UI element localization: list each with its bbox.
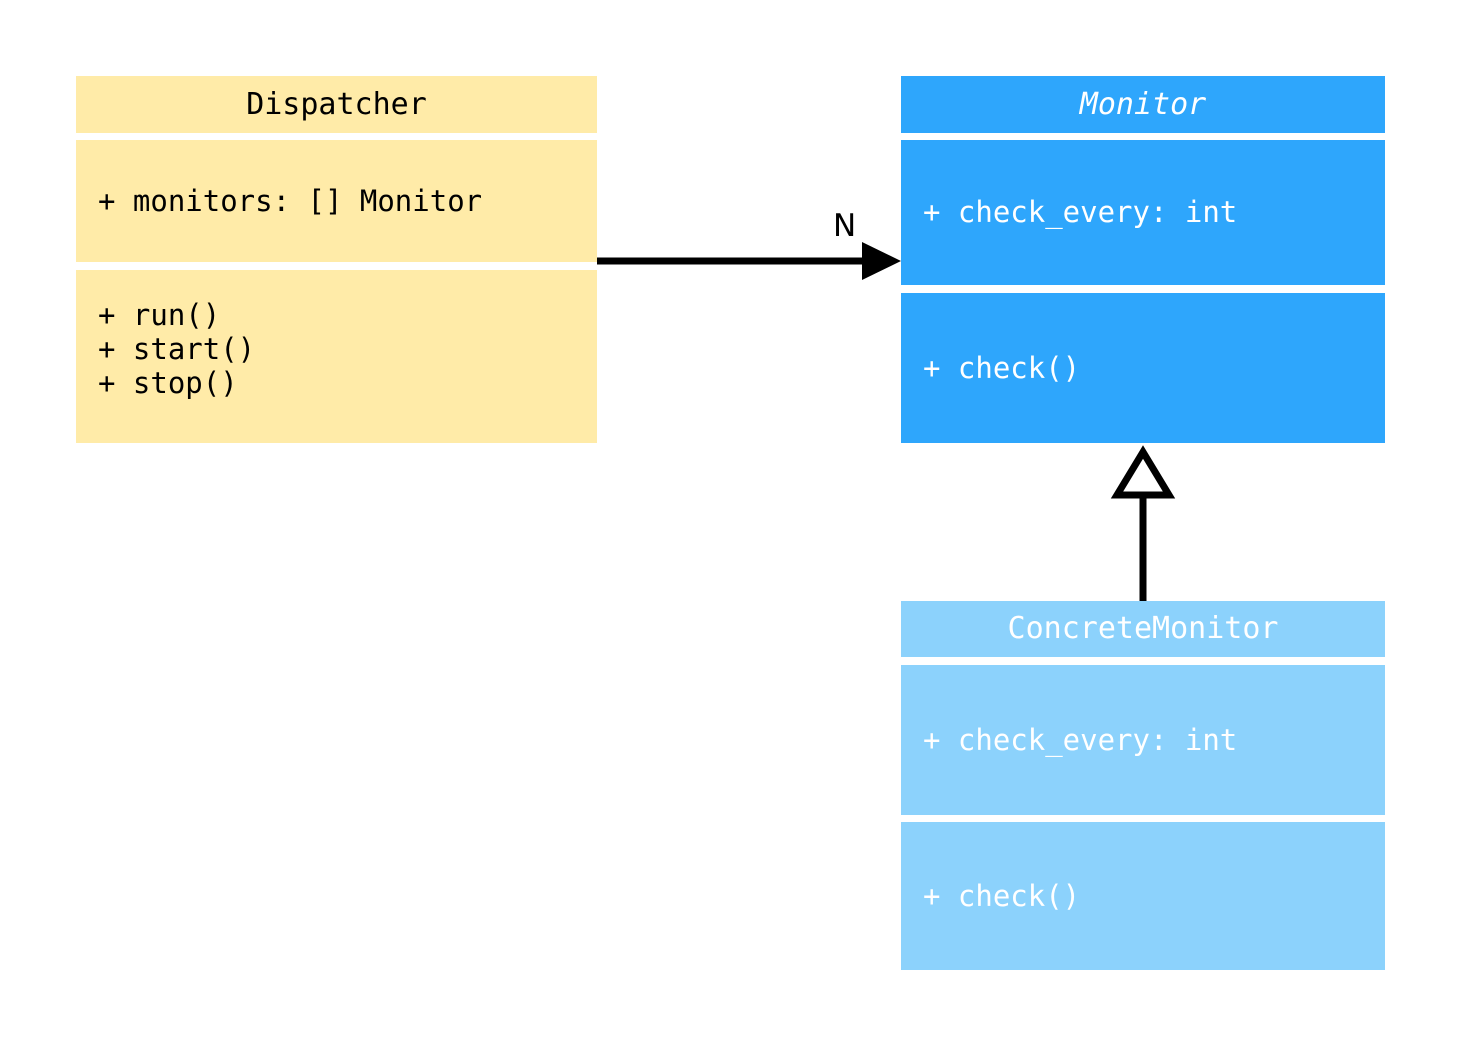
dispatcher-methods: + run() + start() + stop(): [98, 298, 256, 401]
concrete-monitor-attributes-section: + check_every: int: [901, 665, 1385, 815]
concrete-monitor-attributes: + check_every: int: [923, 722, 1238, 757]
dispatcher-attributes-section: + monitors: [] Monitor: [76, 140, 597, 262]
monitor-class-name: Monitor: [1079, 86, 1207, 122]
monitor-methods: + check(): [923, 350, 1081, 385]
generalization-concrete-monitor-to-monitor: [1110, 445, 1176, 601]
concrete-monitor-title-section: ConcreteMonitor: [901, 601, 1385, 657]
dispatcher-methods-section: + run() + start() + stop(): [76, 270, 597, 443]
association-dispatcher-to-monitor: [597, 242, 901, 280]
class-box-monitor[interactable]: Monitor + check_every: int + check(): [901, 76, 1385, 443]
generalization-arrowhead-hollow-triangle-icon: [1110, 445, 1176, 499]
concrete-monitor-methods: + check(): [923, 878, 1081, 913]
association-multiplicity-label: N: [833, 208, 857, 244]
association-arrowhead-filled-icon: [862, 242, 901, 280]
dispatcher-title-section: Dispatcher: [76, 76, 597, 133]
monitor-attributes: + check_every: int: [923, 195, 1238, 230]
monitor-title-section: Monitor: [901, 76, 1385, 133]
monitor-attributes-section: + check_every: int: [901, 140, 1385, 285]
monitor-methods-section: + check(): [901, 293, 1385, 443]
class-box-dispatcher[interactable]: Dispatcher + monitors: [] Monitor + run(…: [76, 76, 597, 443]
concrete-monitor-class-name: ConcreteMonitor: [1007, 611, 1279, 646]
dispatcher-attributes: + monitors: [] Monitor: [98, 183, 483, 218]
class-box-concrete-monitor[interactable]: ConcreteMonitor + check_every: int + che…: [901, 601, 1385, 970]
concrete-monitor-methods-section: + check(): [901, 822, 1385, 970]
dispatcher-class-name: Dispatcher: [246, 86, 427, 122]
